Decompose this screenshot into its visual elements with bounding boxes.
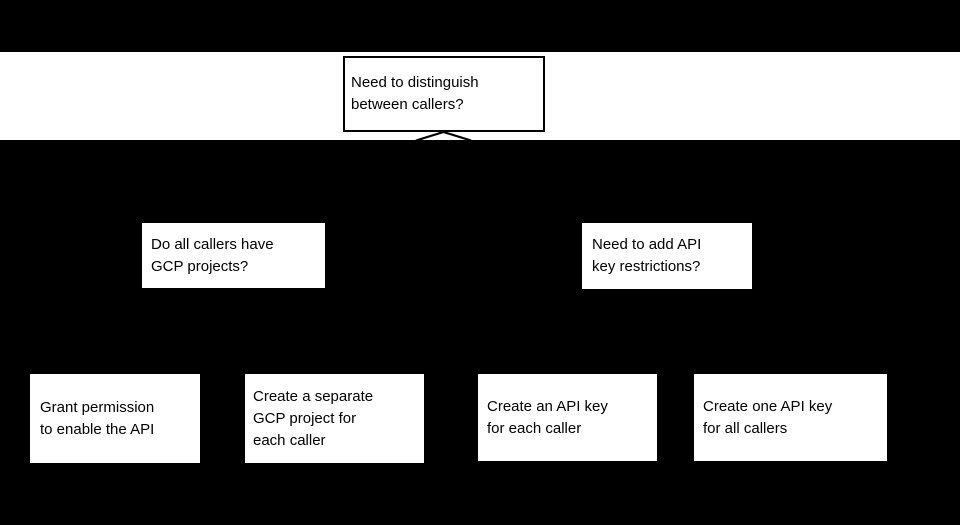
api-key-each-caller-label: Create an API key for each caller xyxy=(487,397,608,437)
grant-permission-label: Grant permission to enable the API xyxy=(40,398,155,438)
separate-gcp-project-label: Create a separate GCP project for each c… xyxy=(253,387,374,449)
gcp-projects-question-label: Do all callers have GCP projects? xyxy=(151,235,274,275)
flowchart-node-root-question: Need to distinguish between callers? xyxy=(343,56,545,132)
branch-connector-caret-icon xyxy=(415,131,472,141)
api-key-all-callers-label: Create one API key for all callers xyxy=(703,397,833,437)
flowchart-node-separate-gcp-project: Create a separate GCP project for each c… xyxy=(245,374,424,463)
flowchart-node-key-restrictions-question: Need to add API key restrictions? xyxy=(582,223,752,289)
flowchart-node-api-key-all-callers: Create one API key for all callers xyxy=(694,374,887,461)
flowchart-node-grant-permission: Grant permission to enable the API xyxy=(30,374,200,463)
key-restrictions-question-label: Need to add API key restrictions? xyxy=(592,236,702,275)
root-question-label: Need to distinguish between callers? xyxy=(351,74,479,113)
flowchart-node-api-key-each-caller: Create an API key for each caller xyxy=(478,374,657,461)
flowchart-node-gcp-projects-question: Do all callers have GCP projects? xyxy=(142,223,325,288)
